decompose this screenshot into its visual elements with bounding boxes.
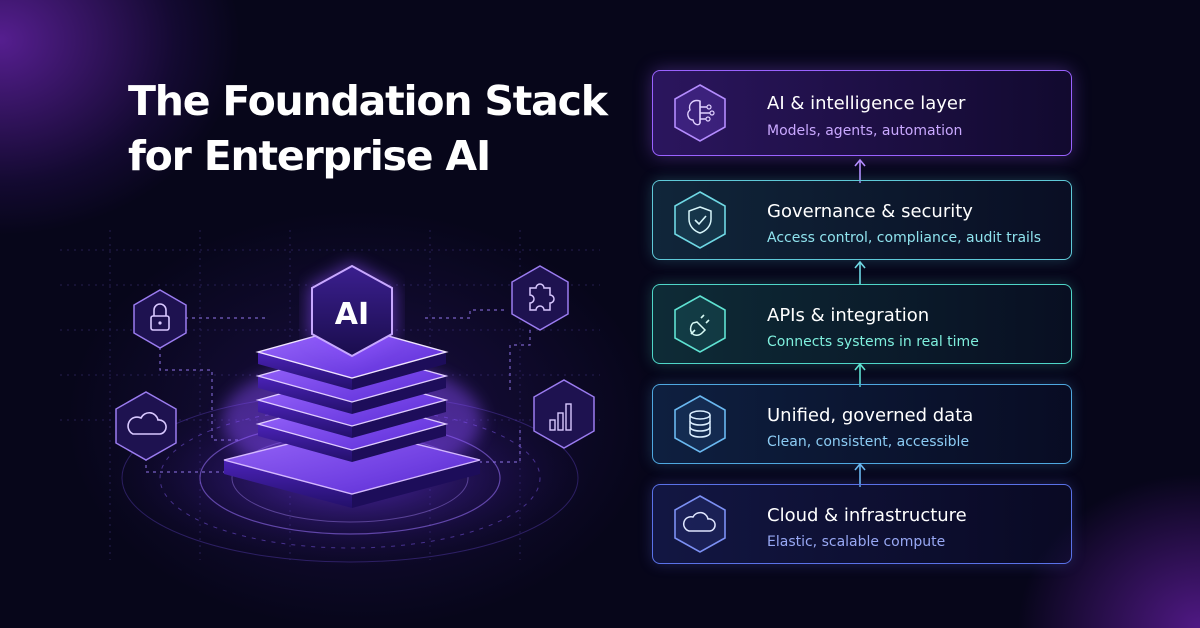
- arrow-up-icon: [854, 260, 866, 285]
- puzzle-icon: [511, 265, 569, 331]
- stack-illustration: AI: [60, 230, 600, 568]
- arrow-up-icon: [854, 362, 866, 387]
- layer-subtitle: Connects systems in real time: [767, 334, 979, 350]
- layer-unified-data: Unified, governed data Clean, consistent…: [652, 384, 1072, 464]
- layer-subtitle: Clean, consistent, accessible: [767, 434, 970, 450]
- cloud-icon: [674, 495, 726, 553]
- arrow-up-icon: [854, 158, 866, 183]
- headline: The Foundation Stack for Enterprise AI: [128, 74, 608, 184]
- cloud-icon: [115, 391, 177, 461]
- bar-chart-icon: [533, 379, 595, 449]
- ai-hexagon-icon: AI: [308, 262, 396, 360]
- layer-ai-intelligence: AI & intelligence layer Models, agents, …: [652, 70, 1072, 156]
- arrow-up-icon: [854, 462, 866, 487]
- headline-line-1: The Foundation Stack: [128, 77, 608, 125]
- plug-icon: [674, 295, 726, 353]
- stack-slabs: [223, 325, 481, 508]
- headline-line-2: for Enterprise AI: [128, 132, 491, 180]
- lock-icon: [133, 289, 187, 349]
- layer-title: Cloud & infrastructure: [767, 505, 967, 526]
- layer-apis-integration: APIs & integration Connects systems in r…: [652, 284, 1072, 364]
- connector-lines: [145, 309, 531, 473]
- layer-subtitle: Elastic, scalable compute: [767, 534, 946, 550]
- ai-badge-label: AI: [335, 297, 369, 332]
- layer-title: Unified, governed data: [767, 405, 974, 426]
- layer-title: APIs & integration: [767, 305, 930, 326]
- layer-governance-security: Governance & security Access control, co…: [652, 180, 1072, 260]
- layer-title: AI & intelligence layer: [767, 93, 966, 114]
- layer-cloud-infrastructure: Cloud & infrastructure Elastic, scalable…: [652, 484, 1072, 564]
- shield-check-icon: [674, 191, 726, 249]
- layer-title: Governance & security: [767, 201, 973, 222]
- layer-subtitle: Access control, compliance, audit trails: [767, 230, 1042, 246]
- database-icon: [674, 395, 726, 453]
- layer-subtitle: Models, agents, automation: [767, 123, 963, 139]
- brain-circuit-icon: [674, 84, 726, 142]
